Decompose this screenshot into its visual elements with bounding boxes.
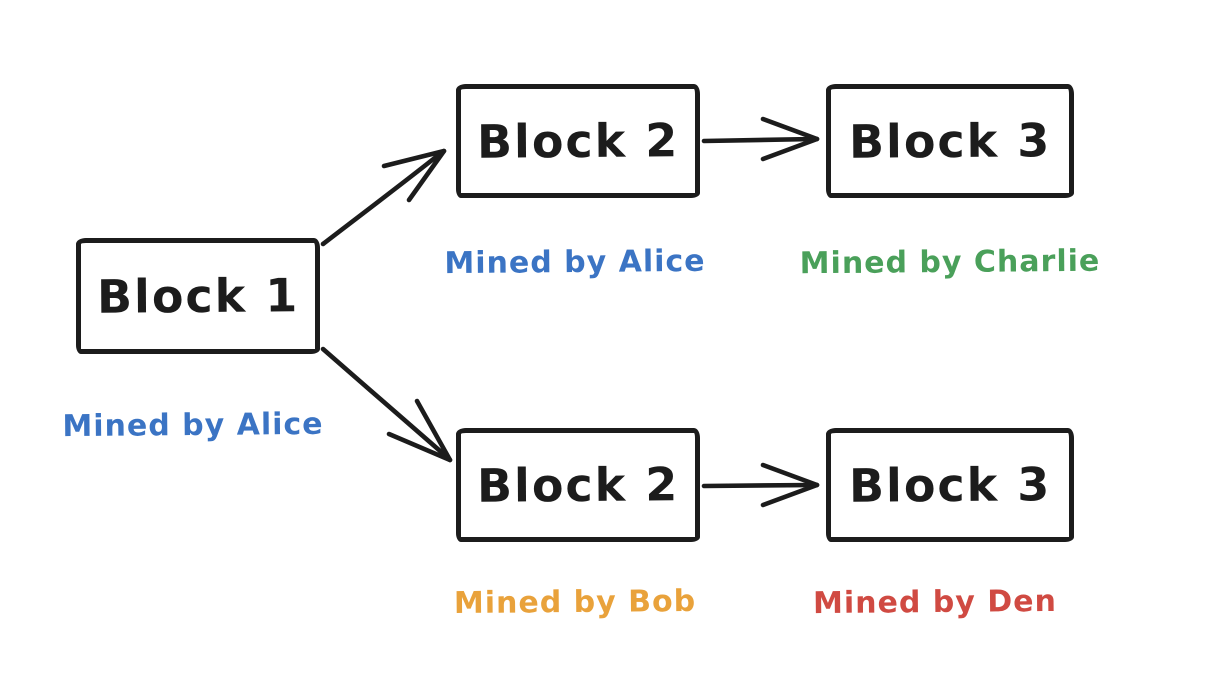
block3-top-label: Block 3 (848, 113, 1052, 169)
block1-node: Block 1 (76, 238, 320, 354)
arrow-block1-to-block2-bottom (320, 346, 453, 463)
block2-top-miner-label: Mined by Alice (444, 243, 706, 282)
block3-bottom-miner-label: Mined by Den (812, 583, 1058, 622)
arrow-block1-to-block2-top (320, 148, 447, 247)
arrow-block2-bottom-to-block3-bottom (701, 462, 820, 508)
block3-bottom-node: Block 3 (826, 428, 1074, 542)
block1-miner-label: Mined by Alice (62, 406, 324, 445)
block2-bottom-miner-label: Mined by Bob (453, 583, 697, 622)
block2-bottom-label: Block 2 (476, 457, 680, 513)
block2-top-node: Block 2 (456, 84, 700, 198)
block3-top-node: Block 3 (826, 84, 1074, 198)
block3-top-miner-label: Mined by Charlie (799, 243, 1101, 282)
block3-bottom-label: Block 3 (848, 457, 1052, 513)
block2-bottom-node: Block 2 (456, 428, 700, 542)
arrow-block2-top-to-block3-top (701, 116, 820, 162)
block2-top-label: Block 2 (476, 113, 680, 169)
block1-label: Block 1 (96, 268, 300, 324)
